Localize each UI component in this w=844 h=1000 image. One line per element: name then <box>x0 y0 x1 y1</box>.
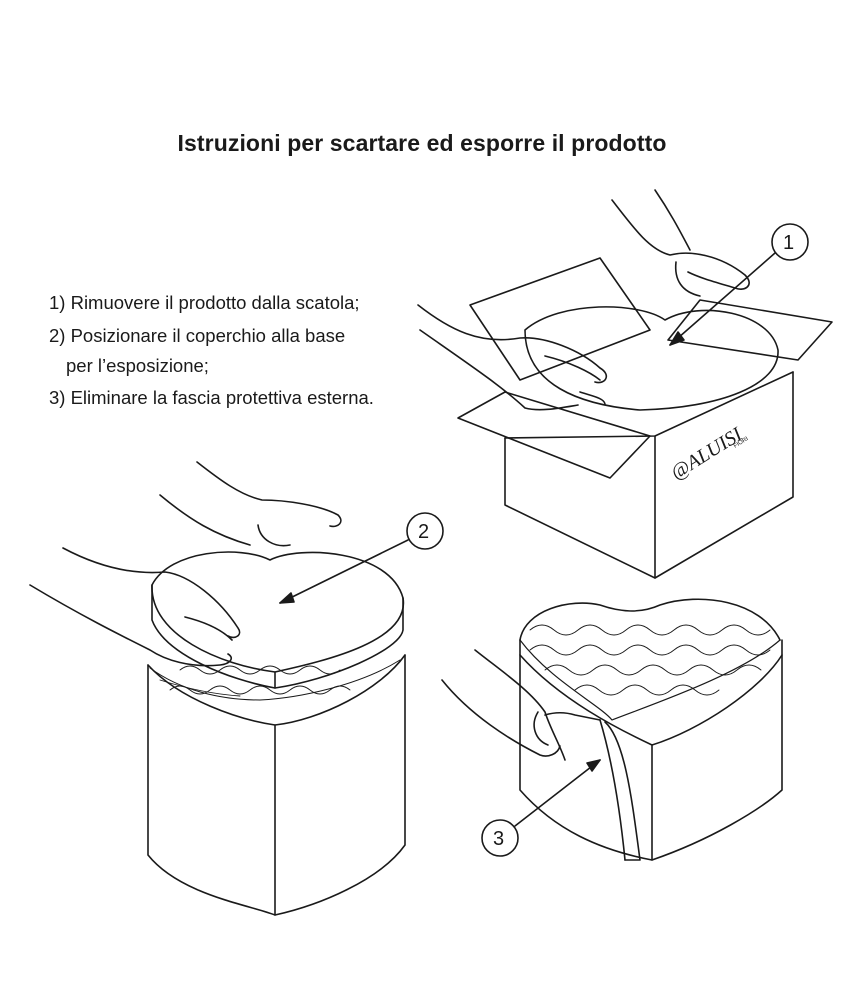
page-title: Istruzioni per scartare ed esporre il pr… <box>177 130 667 156</box>
callout-1-number: 1 <box>783 232 794 254</box>
step-3-text: 3) Eliminare la fascia protettiva estern… <box>49 387 374 408</box>
brand-logo: @ALUISI FIORI <box>667 423 750 484</box>
lid-illustration: 2 <box>29 461 444 916</box>
step-2-continuation-text: per l’esposizione; <box>66 355 209 376</box>
callout-3-number: 3 <box>493 828 504 850</box>
brand-name: @ALUISI <box>667 423 747 484</box>
band-removal-illustration: 3 <box>441 598 783 861</box>
callout-2-number: 2 <box>418 521 429 543</box>
step-2-text: 2) Posizionare il coperchio alla base <box>49 325 346 346</box>
step-1-text: 1) Rimuovere il prodotto dalla scatola; <box>49 292 360 313</box>
box-illustration: @ALUISI FIORI 1 <box>417 189 833 579</box>
